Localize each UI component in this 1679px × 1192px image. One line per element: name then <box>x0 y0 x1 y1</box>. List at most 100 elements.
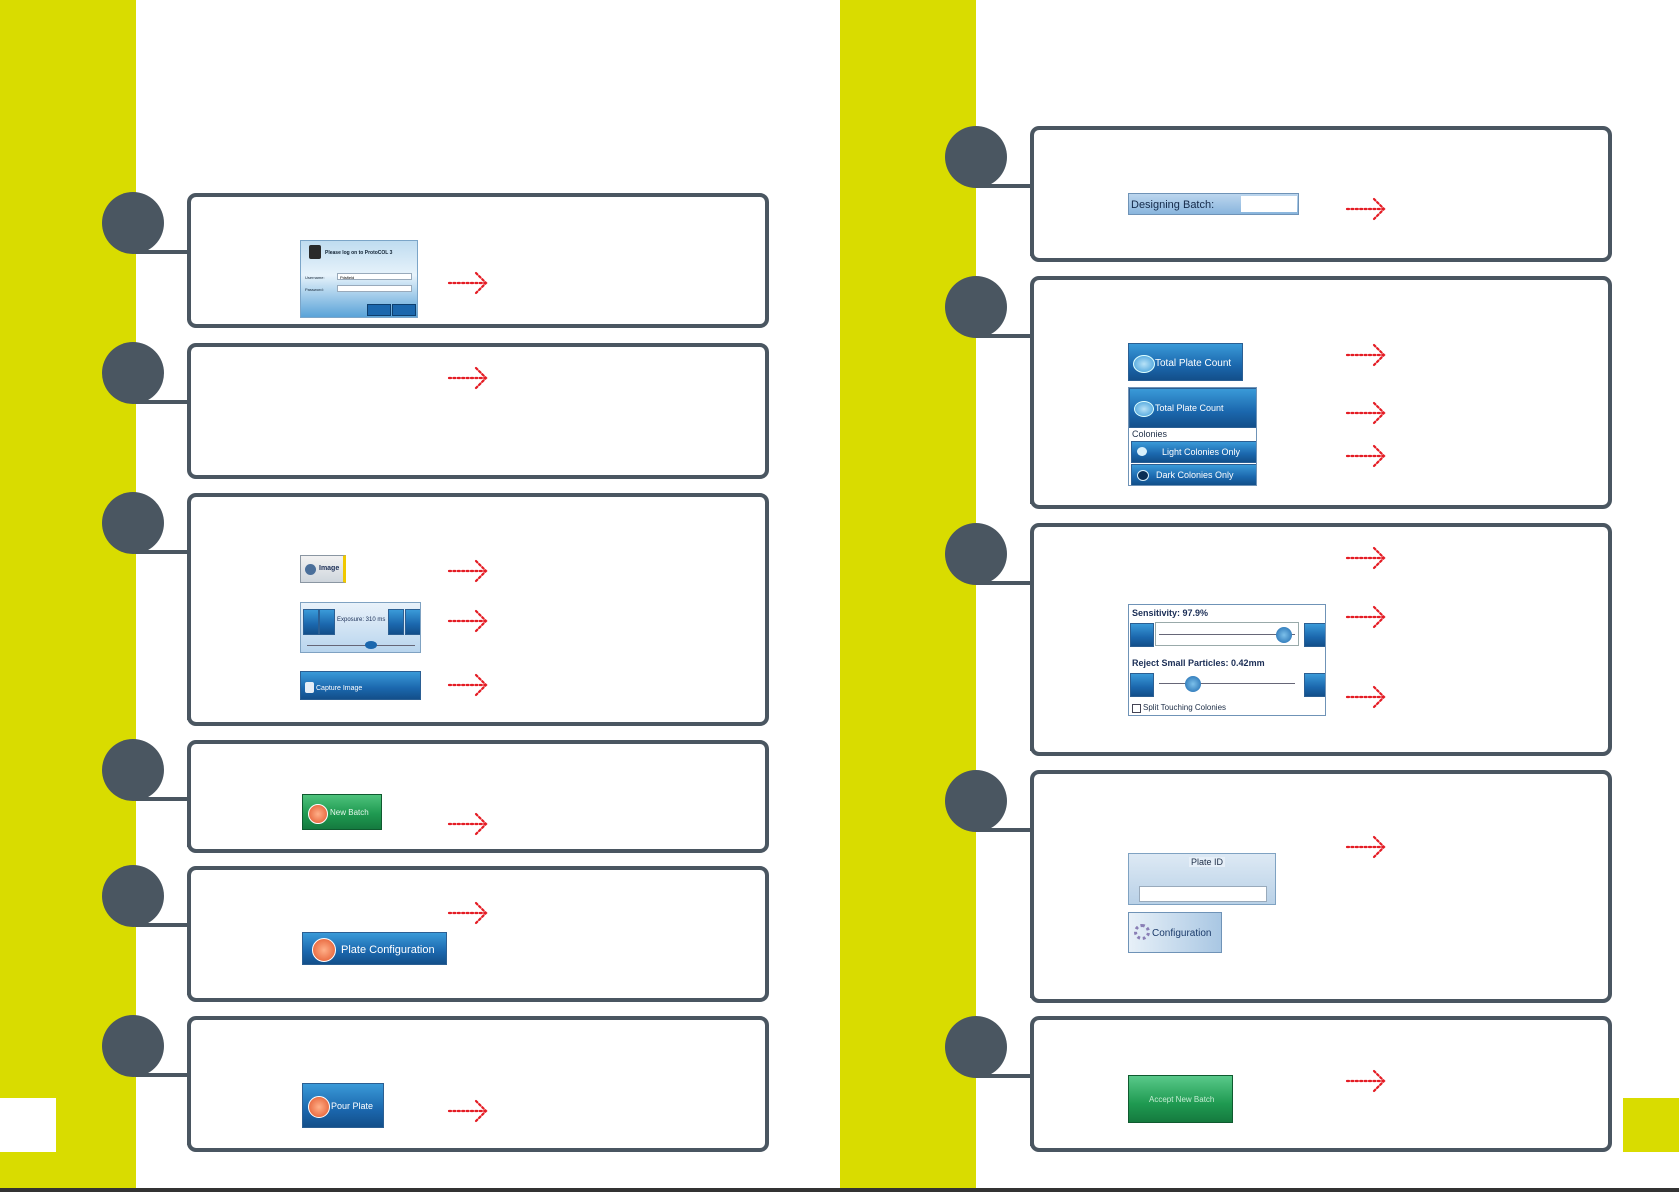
exposure-increase-large-button[interactable] <box>405 609 420 635</box>
dotted-right-arrow-icon <box>447 901 488 925</box>
right-page-tab <box>1623 1098 1679 1152</box>
step-marker-5 <box>102 865 164 927</box>
step-connector <box>135 797 191 801</box>
dotted-right-arrow-icon <box>1345 1069 1386 1093</box>
plate-count-menu: Total Plate Count Colonies Light Colonie… <box>1128 387 1257 486</box>
capture-image-button[interactable]: Capture Image <box>300 671 421 700</box>
split-colonies-label: Split Touching Colonies <box>1143 703 1227 712</box>
step-connector <box>1030 581 1034 751</box>
dotted-right-arrow-icon <box>447 609 488 633</box>
step-connector <box>975 1074 1034 1078</box>
reject-slider-track[interactable] <box>1159 683 1295 684</box>
step-box-8 <box>1030 276 1612 509</box>
designing-batch-field[interactable]: Designing Batch: <box>1128 193 1299 215</box>
reject-particles-label: Reject Small Particles: 0.42mm <box>1132 658 1265 668</box>
radio-icon <box>1137 470 1149 481</box>
sensitivity-increase-button[interactable] <box>1304 623 1325 647</box>
plate-configuration-button[interactable]: Plate Configuration <box>302 932 447 965</box>
image-button[interactable]: Image <box>300 555 346 583</box>
designing-batch-input[interactable] <box>1241 196 1297 212</box>
pour-plate-button[interactable]: Pour Plate <box>302 1083 384 1128</box>
dotted-right-arrow-icon <box>447 673 488 697</box>
step-box-11 <box>1030 1016 1612 1152</box>
sensitivity-decrease-button[interactable] <box>1130 623 1154 647</box>
capture-button-label: Capture Image <box>316 685 363 692</box>
exposure-slider-thumb[interactable] <box>365 641 377 649</box>
step-connector <box>1030 334 1034 504</box>
step-marker-9 <box>945 523 1007 585</box>
capture-icon <box>305 682 314 693</box>
step-connector <box>187 1073 191 1145</box>
step-marker-3 <box>102 492 164 554</box>
gear-icon <box>1134 924 1150 940</box>
radio-icon <box>1137 447 1147 456</box>
accept-new-batch-button[interactable]: Accept New Batch <box>1128 1075 1233 1123</box>
password-field[interactable] <box>337 285 412 292</box>
split-colonies-checkbox[interactable] <box>1132 704 1141 713</box>
reject-slider-thumb[interactable] <box>1185 676 1201 692</box>
plate-icon <box>308 804 328 824</box>
step-connector <box>975 828 1034 832</box>
cancel-button[interactable] <box>392 304 416 316</box>
step-marker-11 <box>945 1016 1007 1078</box>
exposure-decrease-button[interactable] <box>319 609 335 635</box>
step-connector <box>135 400 191 404</box>
plate-configuration-label: Plate Configuration <box>341 944 435 956</box>
configuration-label: Configuration <box>1152 928 1212 939</box>
step-box-1 <box>187 193 769 328</box>
plate-id-panel: Plate ID <box>1128 853 1276 905</box>
dotted-right-arrow-icon <box>447 559 488 583</box>
password-label: Password: <box>305 287 324 292</box>
step-box-4 <box>187 740 769 853</box>
bottom-rule <box>0 1188 1679 1192</box>
step-box-2 <box>187 343 769 479</box>
step-marker-1 <box>102 192 164 254</box>
login-dialog[interactable]: Please log on to ProtoCOL 3 Username: Pd… <box>300 240 418 318</box>
step-box-5 <box>187 866 769 1002</box>
login-title: Please log on to ProtoCOL 3 <box>325 250 393 256</box>
dotted-right-arrow-icon <box>1345 835 1386 859</box>
step-marker-10 <box>945 770 1007 832</box>
step-connector <box>1030 184 1034 256</box>
step-connector <box>975 581 1034 585</box>
exposure-increase-button[interactable] <box>388 609 404 635</box>
total-plate-count-label: Total Plate Count <box>1155 358 1232 369</box>
step-box-3 <box>187 493 769 726</box>
step-box-7 <box>1030 126 1612 262</box>
left-side-band <box>0 0 136 1192</box>
left-page-tab <box>0 1098 56 1152</box>
configuration-button[interactable]: Configuration <box>1128 912 1222 953</box>
step-connector <box>135 923 191 927</box>
reject-increase-button[interactable] <box>1304 673 1325 697</box>
username-field[interactable]: Pdsfield <box>337 273 412 280</box>
sensitivity-slider-thumb[interactable] <box>1276 627 1292 643</box>
plate-id-input[interactable] <box>1139 886 1267 902</box>
sensitivity-slider-track[interactable] <box>1159 634 1295 635</box>
step-connector <box>187 923 191 995</box>
pour-plate-icon <box>308 1096 330 1118</box>
plate-config-icon <box>312 938 336 962</box>
reject-decrease-button[interactable] <box>1130 673 1154 697</box>
dotted-right-arrow-icon <box>1345 444 1386 468</box>
plate-count-menu-header[interactable]: Total Plate Count <box>1129 388 1256 428</box>
step-connector <box>1030 1074 1034 1146</box>
plate-count-icon <box>1134 401 1154 417</box>
step-connector <box>1030 828 1034 998</box>
step-marker-8 <box>945 276 1007 338</box>
plate-id-label: Plate ID <box>1189 857 1226 867</box>
ok-button[interactable] <box>367 304 391 316</box>
dark-colonies-label: Dark Colonies Only <box>1156 470 1234 480</box>
dark-colonies-option[interactable]: Dark Colonies Only <box>1131 464 1256 485</box>
new-batch-label: New Batch <box>330 808 369 817</box>
plate-count-menu-header-label: Total Plate Count <box>1155 403 1224 413</box>
total-plate-count-button[interactable]: Total Plate Count <box>1128 343 1243 381</box>
exposure-slider-track[interactable] <box>307 645 415 646</box>
step-box-10 <box>1030 770 1612 1003</box>
light-colonies-option[interactable]: Light Colonies Only <box>1131 441 1256 463</box>
step-marker-6 <box>102 1015 164 1077</box>
exposure-decrease-large-button[interactable] <box>303 609 319 635</box>
exposure-panel: Exposure: 310 ms <box>300 602 421 653</box>
new-batch-button[interactable]: New Batch <box>302 794 382 830</box>
camera-icon <box>305 564 316 575</box>
step-connector <box>975 334 1034 338</box>
